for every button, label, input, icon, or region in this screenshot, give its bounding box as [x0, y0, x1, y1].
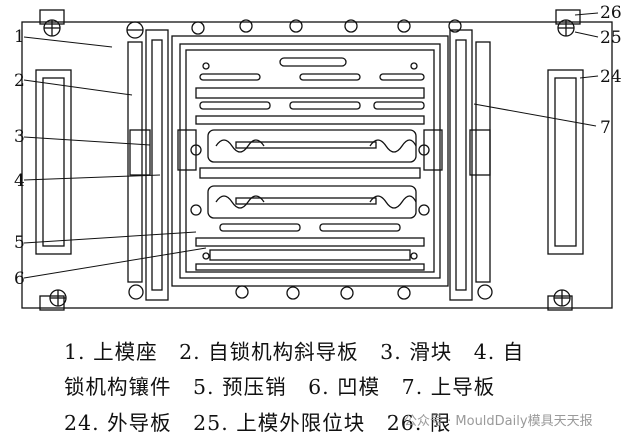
- legend-line-1: 1. 上模座 2. 自锁机构斜导板 3. 滑块 4. 自: [64, 335, 524, 365]
- callout-26: 26: [600, 3, 622, 23]
- right-leaders: [473, 12, 599, 127]
- legend-item-24: 24. 外导板: [64, 411, 172, 435]
- top-bolts: [126, 19, 493, 300]
- legend-line-3: 24. 外导板 25. 上模外限位块 26. 限: [64, 406, 451, 436]
- upper-die-seat: [21, 21, 613, 309]
- lock-insert-right: [423, 129, 443, 171]
- preload-pins: [190, 62, 430, 260]
- legend-item-4a: 4. 自: [473, 340, 525, 364]
- die-cavity-upper: [207, 129, 417, 163]
- legend-item-5: 5. 预压销: [193, 375, 287, 399]
- watermark: 公众号 · MouldDaily模具天天报: [404, 414, 593, 429]
- callout-1: 1: [14, 27, 25, 47]
- legend-item-6: 6. 凹模: [308, 375, 381, 399]
- callout-4: 4: [14, 171, 25, 191]
- legend-item-2: 2. 自锁机构斜导板: [179, 340, 359, 364]
- legend-item-1: 1. 上模座: [64, 340, 158, 364]
- upper-slots: [195, 57, 425, 125]
- legend-item-26: 26. 限: [386, 411, 452, 435]
- right-slide-plates: [449, 29, 491, 301]
- callout-2: 2: [14, 71, 25, 91]
- die-cavity-lower: [207, 185, 417, 219]
- lock-insert-left: [177, 129, 197, 171]
- right-outer-guide-plate: [547, 69, 584, 255]
- legend-item-7: 7. 上导板: [401, 375, 496, 399]
- legend-item-3: 3. 滑块: [380, 340, 453, 364]
- callout-24: 24: [600, 67, 622, 87]
- callout-7: 7: [600, 118, 611, 138]
- die-frame: [171, 35, 449, 287]
- corner-bosses: [39, 9, 581, 311]
- legend-item-25: 25. 上模外限位块: [193, 411, 366, 435]
- callout-3: 3: [14, 127, 25, 147]
- legend-item-4b: 锁机构镶件: [64, 375, 172, 399]
- lower-slots: [195, 167, 425, 271]
- left-leaders: [23, 36, 207, 279]
- left-outer-guide-plate: [35, 69, 72, 255]
- legend-line-2: 锁机构镶件 5. 预压销 6. 凹模 7. 上导板: [64, 370, 495, 400]
- callout-25: 25: [600, 28, 622, 48]
- left-slide-plates: [127, 29, 169, 301]
- callout-6: 6: [14, 269, 25, 289]
- callout-5: 5: [14, 233, 25, 253]
